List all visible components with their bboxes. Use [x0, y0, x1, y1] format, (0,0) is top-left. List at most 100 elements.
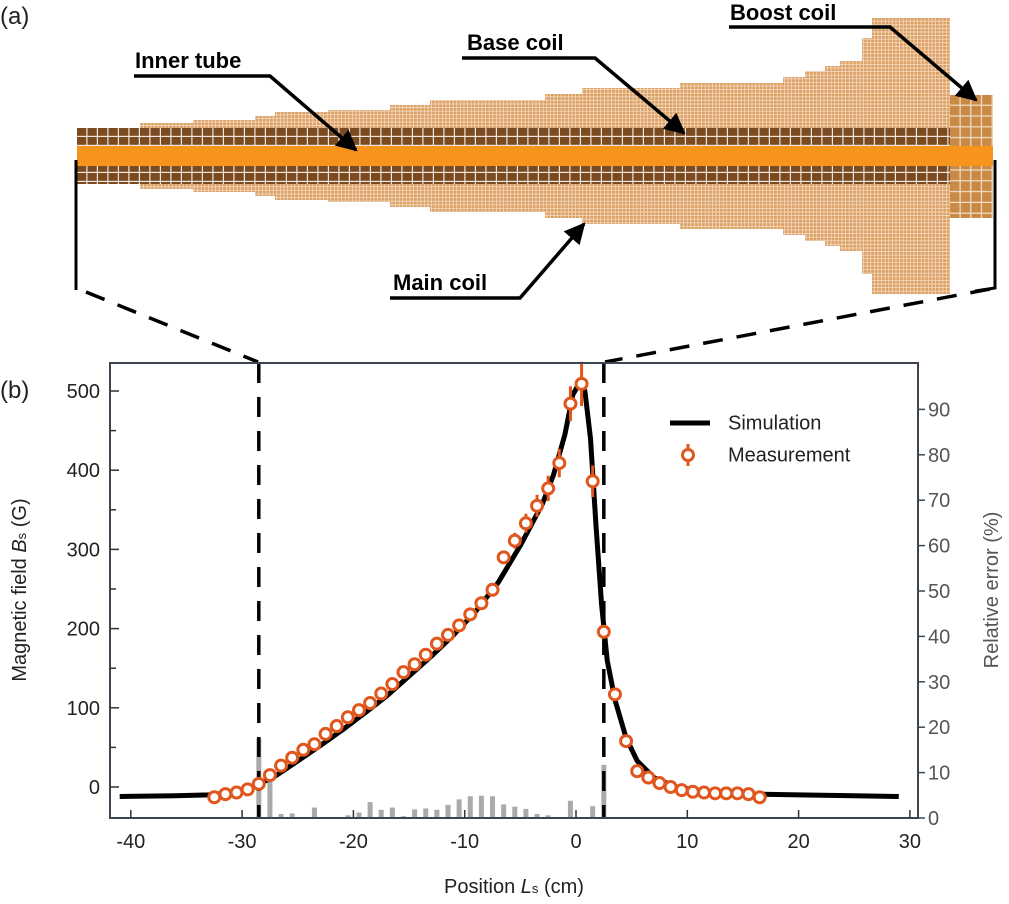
y2-tick-label: 50	[928, 581, 950, 603]
legend-simulation-label: Simulation	[728, 412, 821, 434]
measurement-point	[251, 776, 266, 791]
y2-tick-label: 30	[928, 672, 950, 694]
measurement-point	[340, 710, 355, 725]
measurement-point	[262, 768, 277, 783]
y2-tick-label: 60	[928, 536, 950, 558]
relative-error-bar	[423, 808, 429, 818]
base-coil-lower	[77, 166, 950, 184]
relative-error-bar	[567, 800, 573, 818]
base-coil-arrow	[462, 56, 686, 135]
coil-diagram	[77, 18, 993, 294]
measurement-point	[496, 550, 511, 565]
panel-a-label: (a)	[0, 3, 29, 30]
base-coil-upper	[77, 128, 950, 146]
measurement-point	[630, 764, 645, 779]
measurement-point	[296, 742, 311, 757]
measurement-point	[329, 719, 344, 734]
x-tick-label: -30	[228, 831, 257, 853]
measurement-point	[441, 627, 456, 642]
measurement-points	[207, 361, 767, 805]
measurement-point	[463, 607, 478, 622]
measurement-point	[619, 734, 634, 749]
y-tick-label: 0	[89, 777, 100, 799]
relative-error-bar	[345, 815, 351, 818]
x-tick-label: 10	[676, 831, 698, 853]
callouts	[74, 25, 997, 364]
measurement-point	[351, 703, 366, 718]
y2-tick-label: 10	[928, 763, 950, 785]
measurement-point	[708, 786, 723, 801]
measurement-point	[518, 516, 533, 531]
relative-error-bar	[456, 799, 462, 818]
y-axis-label: Magnetic field Bs (G)	[9, 498, 31, 681]
y-tick-label: 300	[67, 539, 100, 561]
measurement-point	[452, 618, 467, 633]
y2-axis-label: Relative error (%)	[981, 512, 1003, 669]
measurement-point	[541, 481, 556, 496]
measurement-point	[663, 780, 678, 794]
measurement-point	[574, 376, 589, 391]
relative-error-bar	[378, 809, 384, 818]
relative-error-bar	[523, 808, 529, 818]
y-tick-label: 100	[67, 698, 100, 720]
y-axis-ticks: 0 100 200 300 400 500	[67, 381, 119, 799]
legend-measurement-marker	[681, 448, 695, 462]
y-tick-label: 400	[67, 460, 100, 482]
x-tick-label: -20	[339, 831, 368, 853]
relative-error-bar	[389, 807, 395, 818]
measurement-point	[607, 687, 622, 702]
x-tick-label: 30	[899, 831, 921, 853]
legend: Simulation Measurement	[670, 412, 851, 466]
relative-error-bar	[601, 764, 607, 818]
measurement-point	[274, 758, 289, 773]
y-tick-label: 200	[67, 619, 100, 641]
relative-error-bar	[289, 813, 295, 818]
measurement-point	[563, 396, 578, 411]
relative-error-bar	[445, 804, 451, 818]
measurement-point	[207, 790, 222, 805]
measurement-point	[685, 784, 700, 799]
y2-tick-label: 20	[928, 717, 950, 739]
legend-measurement-label: Measurement	[728, 444, 851, 466]
measurement-point	[474, 596, 489, 611]
y2-tick-label: 90	[928, 399, 950, 421]
relative-error-bar	[545, 815, 551, 818]
inner-tube-arrow	[134, 74, 358, 152]
relative-error-bar	[311, 807, 317, 818]
measurement-point	[418, 647, 433, 662]
relative-error-bar	[467, 796, 473, 818]
relative-error-bar	[278, 813, 284, 818]
measurement-point	[596, 624, 611, 639]
boost-coil-arrow	[729, 25, 978, 102]
measurement-point	[752, 790, 767, 805]
y2-tick-label: 40	[928, 626, 950, 648]
panel-b-label: (b)	[0, 377, 29, 404]
marked-position-lines	[257, 363, 606, 818]
measurement-point	[218, 787, 233, 802]
relative-error-bar	[534, 813, 540, 818]
inner-tube-shape	[77, 146, 993, 166]
relative-error-bar	[434, 809, 440, 818]
measurement-point	[674, 783, 689, 798]
x-axis-label: Position Ls (cm)	[444, 876, 584, 898]
measurement-point	[719, 786, 734, 801]
label-main-coil: Main coil	[393, 270, 487, 295]
measurement-point	[285, 750, 300, 765]
measurement-point	[318, 726, 333, 741]
measurement-point	[229, 785, 244, 800]
x-tick-label: 0	[570, 831, 581, 853]
measurement-point	[507, 533, 522, 548]
measurement-point	[407, 657, 422, 672]
measurement-point	[585, 474, 600, 489]
measurement-point	[741, 787, 756, 802]
measurement-point	[730, 786, 745, 801]
measurement-point	[530, 498, 545, 513]
y-tick-label: 500	[67, 381, 100, 403]
label-inner-tube: Inner tube	[135, 48, 241, 73]
relative-error-bar	[356, 812, 362, 818]
relative-error-bar	[590, 806, 596, 818]
y2-tick-label: 80	[928, 445, 950, 467]
